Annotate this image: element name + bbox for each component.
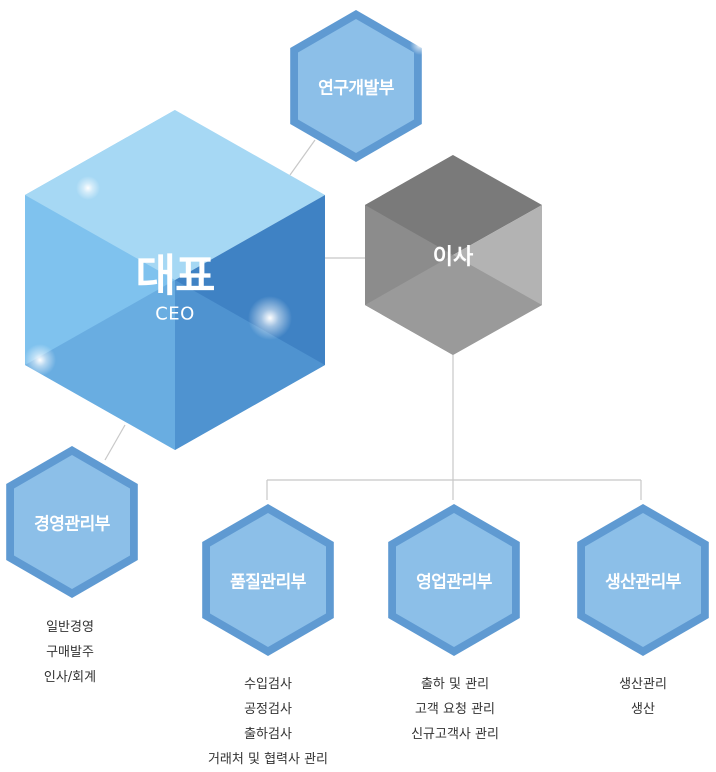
task-item: 고객 요청 관리 [414,702,496,717]
production-label: 생산관리부 [605,572,681,593]
production-hexagon-inner [585,513,701,647]
connector-ceo-management [104,424,126,461]
quality-label: 품질관리부 [230,572,306,593]
ceo-label: 대표 CEO [135,240,216,325]
task-item: 신규고객사 관리 [411,727,499,742]
task-item: 인사/회계 [43,670,97,685]
management-hexagon-inner [14,455,130,589]
task-item: 일반경영 [46,620,94,635]
task-item: 구매발주 [46,645,94,660]
research-hexagon-inner [298,19,414,153]
task-item: 출하검사 [244,727,292,742]
sales-tasks: 출하 및 관리 고객 요청 관리 신규고객사 관리 [411,672,499,747]
ceo-hexagon [24,110,325,450]
sparkle [24,344,56,376]
quality-hexagon-inner [210,513,326,647]
connector-lines [104,139,642,500]
sparkle [248,296,292,340]
research-label: 연구개발부 [318,78,394,99]
task-item: 출하 및 관리 [420,677,490,692]
director-hexagon [365,155,542,355]
sales-label: 영업관리부 [416,572,492,593]
sparkle [76,176,100,200]
task-item: 공정검사 [244,702,292,717]
department-hexagons [6,10,709,656]
ceo-title: 대표 [135,250,216,302]
sales-hexagon-inner [396,513,512,647]
sparkle [410,35,430,55]
quality-tasks: 수입검사 공정검사 출하검사 거래처 및 협력사 관리 [208,672,328,772]
task-item: 거래처 및 협력사 관리 [207,752,329,767]
director-face-top [365,155,542,255]
director-face-bottom [365,255,542,355]
task-item: 생산 [631,702,655,717]
production-tasks: 생산관리 생산 [619,672,667,722]
task-item: 생산관리 [619,677,667,692]
management-tasks: 일반경영 구매발주 인사/회계 [44,615,96,690]
management-label: 경영관리부 [34,514,110,535]
ceo-subtitle: CEO [155,303,195,325]
director-label: 이사 [432,245,474,270]
task-item: 수입검사 [244,677,292,692]
connector-ceo-research [289,139,316,176]
